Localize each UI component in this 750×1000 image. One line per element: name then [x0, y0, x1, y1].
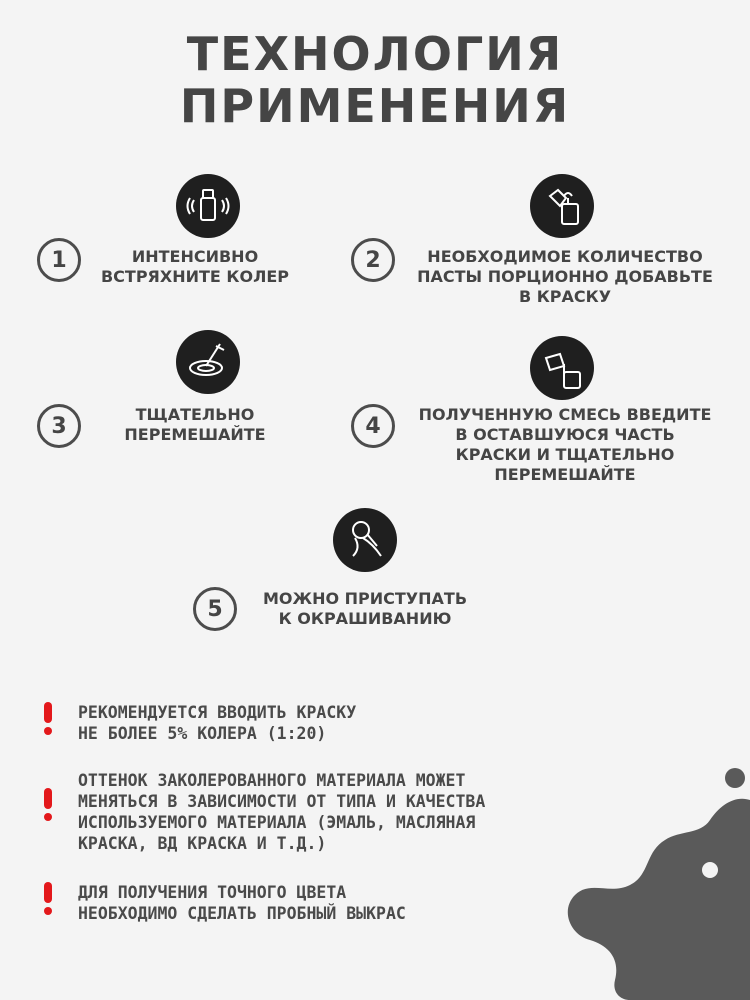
- step-text-line: ИНТЕНСИВНО: [131, 247, 259, 266]
- step-text-line: ПОЛУЧЕННУЮ СМЕСЬ ВВЕДИТЕ: [418, 405, 712, 424]
- step-text-line: ПАСТЫ ПОРЦИОННО ДОБАВЬТЕ: [417, 267, 713, 286]
- step-text: НЕОБХОДИМОЕ КОЛИЧЕСТВО ПАСТЫ ПОРЦИОННО Д…: [405, 247, 725, 307]
- step-text-line: ТЩАТЕЛЬНО: [135, 405, 255, 424]
- title-line-1: ТЕХНОЛОГИЯ: [186, 27, 564, 81]
- step-text-line: КРАСКИ И ТЩАТЕЛЬНО: [455, 445, 675, 464]
- pour-can-icon: [530, 336, 594, 400]
- paint-roller-icon: [333, 508, 397, 572]
- step-number: 1: [37, 238, 81, 282]
- step-number: 2: [351, 238, 395, 282]
- alert-icon: [42, 702, 54, 735]
- note-text: ОТТЕНОК ЗАКОЛЕРОВАННОГО МАТЕРИАЛА МОЖЕТ …: [78, 770, 485, 854]
- note-line: ОТТЕНОК ЗАКОЛЕРОВАННОГО МАТЕРИАЛА МОЖЕТ: [78, 771, 466, 790]
- step-text: ПОЛУЧЕННУЮ СМЕСЬ ВВЕДИТЕ В ОСТАВШУЮСЯ ЧА…: [405, 405, 725, 485]
- note-line: ДЛЯ ПОЛУЧЕНИЯ ТОЧНОГО ЦВЕТА: [78, 883, 347, 902]
- step-text-line: К ОКРАШИВАНИЮ: [278, 609, 452, 628]
- step-text-line: ВСТРЯХНИТЕ КОЛЕР: [100, 267, 290, 286]
- note-line: ИСПОЛЬЗУЕМОГО МАТЕРИАЛА (ЭМАЛЬ, МАСЛЯНАЯ: [78, 813, 476, 832]
- title-line-2: ПРИМЕНЕНИЯ: [179, 79, 571, 133]
- note-text: ДЛЯ ПОЛУЧЕНИЯ ТОЧНОГО ЦВЕТА НЕОБХОДИМО С…: [78, 882, 406, 924]
- step-text-line: ПЕРЕМЕШАЙТЕ: [494, 465, 636, 484]
- note-line: МЕНЯТЬСЯ В ЗАВИСИМОСТИ ОТ ТИПА И КАЧЕСТВ…: [78, 792, 486, 811]
- squeeze-bottle-icon: [530, 174, 594, 238]
- step-text: ТЩАТЕЛЬНО ПЕРЕМЕШАЙТЕ: [110, 405, 280, 445]
- step-text-line: В ОСТАВШУЮСЯ ЧАСТЬ: [455, 425, 675, 444]
- step-text: ИНТЕНСИВНО ВСТРЯХНИТЕ КОЛЕР: [95, 247, 295, 287]
- note-line: НЕОБХОДИМО СДЕЛАТЬ ПРОБНЫЙ ВЫКРАС: [78, 904, 406, 923]
- step-text-line: НЕОБХОДИМОЕ КОЛИЧЕСТВО: [427, 247, 703, 266]
- step-number: 4: [351, 404, 395, 448]
- note-line: РЕКОМЕНДУЕТСЯ ВВОДИТЬ КРАСКУ: [78, 703, 357, 722]
- note-text: РЕКОМЕНДУЕТСЯ ВВОДИТЬ КРАСКУ НЕ БОЛЕЕ 5%…: [78, 702, 356, 744]
- paint-splash-decoration: [567, 768, 750, 1000]
- alert-icon: [42, 882, 54, 915]
- step-text-line: ПЕРЕМЕШАЙТЕ: [124, 425, 266, 444]
- page-title: ТЕХНОЛОГИЯ ПРИМЕНЕНИЯ: [0, 28, 750, 132]
- alert-icon: [42, 788, 54, 821]
- step-text-line: В КРАСКУ: [518, 287, 612, 306]
- note-line: КРАСКА, ВД КРАСКА И Т.Д.): [78, 834, 327, 853]
- step-text: МОЖНО ПРИСТУПАТЬ К ОКРАШИВАНИЮ: [245, 589, 485, 629]
- step-number: 3: [37, 404, 81, 448]
- shake-bottle-icon: [176, 174, 240, 238]
- note-line: НЕ БОЛЕЕ 5% КОЛЕРА (1:20): [78, 724, 327, 743]
- stir-icon: [176, 330, 240, 394]
- step-text-line: МОЖНО ПРИСТУПАТЬ: [262, 589, 468, 608]
- step-number: 5: [193, 587, 237, 631]
